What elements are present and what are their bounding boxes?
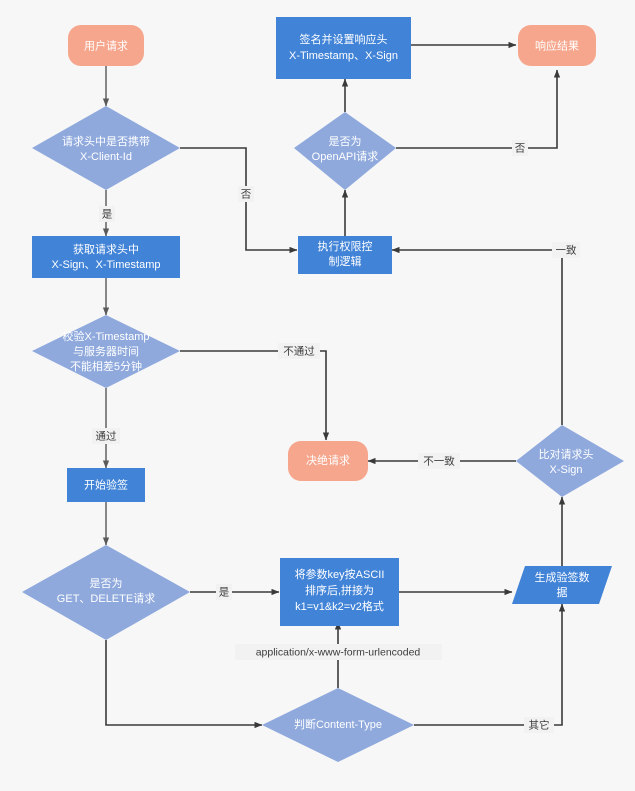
node-is-get-delete[interactable]: 是否为 GET、DELETE请求 — [22, 545, 190, 640]
node-sign-and-set-headers[interactable]: 签名并设置响应头 X-Timestamp、X-Sign — [276, 17, 411, 79]
edge-label-get-delete-yes: 是 — [216, 584, 232, 600]
node-response-result[interactable]: 响应结果 — [518, 25, 596, 66]
node-get-headers[interactable]: 获取请求头中 X-Sign、X-Timestamp — [32, 236, 180, 278]
svg-text:是: 是 — [102, 208, 113, 220]
svg-text:否: 否 — [515, 142, 526, 154]
node-check-client-id[interactable]: 请求头中是否携带 X-Client-Id — [32, 106, 180, 190]
edge-label-client-id-yes: 是 — [99, 206, 115, 222]
edge-label-sign-match: 一致 — [552, 242, 580, 258]
svg-text:是: 是 — [219, 586, 230, 598]
edge-content-type-other — [414, 603, 566, 726]
node-permission-logic[interactable]: 执行权限控 制逻辑 — [298, 236, 392, 274]
node-sort-params[interactable]: 将参数key按ASCII 排序后,拼接为 k1=v1&k2=v2格式 — [280, 558, 399, 626]
node-judge-content-type[interactable]: 判断Content-Type — [262, 688, 414, 762]
edge-labels-layer: 是 否 不通过 通过 是 — [92, 140, 580, 733]
edge-label-client-id-no: 否 — [238, 186, 254, 202]
svg-text:不一致: 不一致 — [423, 454, 455, 467]
edge-openapi-no — [396, 69, 561, 149]
svg-text:一致: 一致 — [556, 243, 577, 256]
node-is-openapi[interactable]: 是否为 OpenAPI请求 — [294, 112, 396, 190]
node-reject-request[interactable]: 决绝请求 — [288, 441, 368, 481]
edge-label-openapi-no: 否 — [512, 140, 528, 156]
svg-text:通过: 通过 — [96, 429, 117, 442]
node-compare-sign[interactable]: 比对请求头 X-Sign — [516, 425, 624, 497]
edge-timestamp-fail — [180, 350, 330, 441]
node-start-verify-sign[interactable]: 开始验签 — [67, 468, 145, 502]
edge-label-content-type-urlencoded: application/x-www-form-urlencoded — [235, 644, 442, 660]
edge-get-delete-no-to-content-type — [105, 640, 263, 729]
edge-label-timestamp-fail: 不通过 — [278, 343, 320, 359]
node-start-user-request[interactable]: 用户请求 — [68, 25, 144, 66]
edge-label-content-type-other: 其它 — [524, 717, 554, 733]
svg-text:application/x-www-form-urlenco: application/x-www-form-urlencoded — [256, 646, 421, 658]
svg-text:不通过: 不通过 — [283, 344, 315, 357]
svg-text:否: 否 — [241, 188, 252, 200]
node-generate-sign-data[interactable]: 生成验签数 据 — [512, 566, 612, 604]
edge-label-timestamp-pass: 通过 — [92, 428, 120, 444]
node-verify-timestamp[interactable]: 校验X-Timestamp 与服务器时间 不能相差5分钟 — [32, 315, 180, 388]
svg-text:其它: 其它 — [529, 718, 550, 731]
edge-label-sign-mismatch: 不一致 — [418, 453, 460, 469]
edge-sign-match — [391, 246, 563, 425]
